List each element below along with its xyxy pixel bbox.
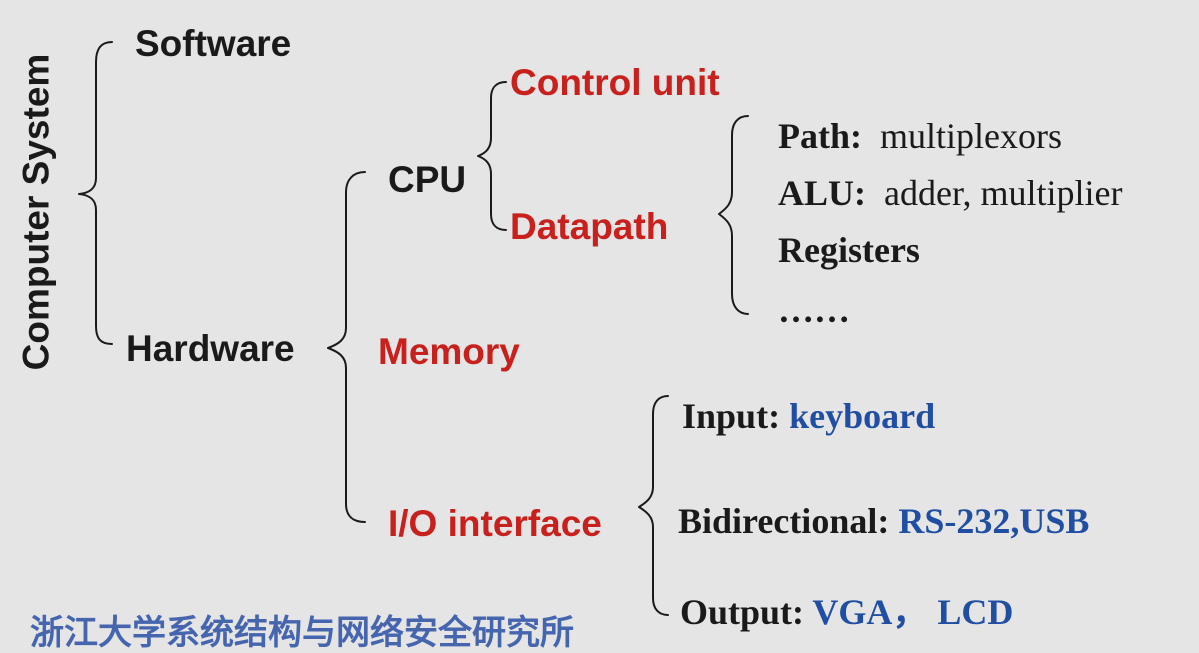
datapath-item: Registers [778, 232, 920, 268]
io-item-key: Input: [682, 396, 781, 436]
io-item: Input: keyboard [682, 398, 935, 434]
node-io-interface: I/O interface [388, 503, 602, 544]
io-item: Output: VGA， LCD [680, 594, 1013, 630]
datapath-item: Path: multiplexors [778, 118, 1062, 154]
io-item-key: Output: [680, 592, 805, 632]
node-cpu: CPU [388, 159, 467, 200]
datapath-item-key: ALU: [778, 173, 866, 213]
brace-computer-system [78, 41, 113, 345]
node-software: Software [135, 23, 292, 64]
io-item-value: VGA， LCD [812, 592, 1014, 632]
io-item-value: RS-232,USB [898, 501, 1090, 541]
brace-io [638, 395, 669, 616]
datapath-item-key: Path: [778, 116, 862, 156]
datapath-item: …… [778, 292, 850, 328]
brace-cpu [477, 81, 507, 231]
computer-system-diagram: Computer System Software Hardware CPU Co… [15, 23, 1123, 650]
node-hardware: Hardware [126, 328, 295, 369]
brace-hardware [327, 171, 366, 523]
io-item-key: Bidirectional: [678, 501, 890, 541]
io-item: Bidirectional: RS-232,USB [678, 503, 1089, 539]
datapath-item: ALU: adder, multiplier [778, 175, 1122, 211]
node-control-unit: Control unit [510, 62, 720, 103]
io-item-value: keyboard [789, 396, 936, 436]
datapath-item-value: adder, multiplier [884, 173, 1123, 213]
node-datapath: Datapath [510, 206, 669, 247]
root-label-computer-system: Computer System [15, 53, 57, 371]
watermark-text: 浙江大学系统结构与网络安全研究所 [30, 613, 574, 653]
datapath-item-value: multiplexors [880, 116, 1062, 156]
node-memory: Memory [378, 331, 520, 372]
brace-lines [78, 41, 749, 616]
datapath-item-key: …… [778, 290, 850, 330]
brace-datapath [718, 115, 749, 315]
datapath-item-key: Registers [778, 230, 920, 270]
